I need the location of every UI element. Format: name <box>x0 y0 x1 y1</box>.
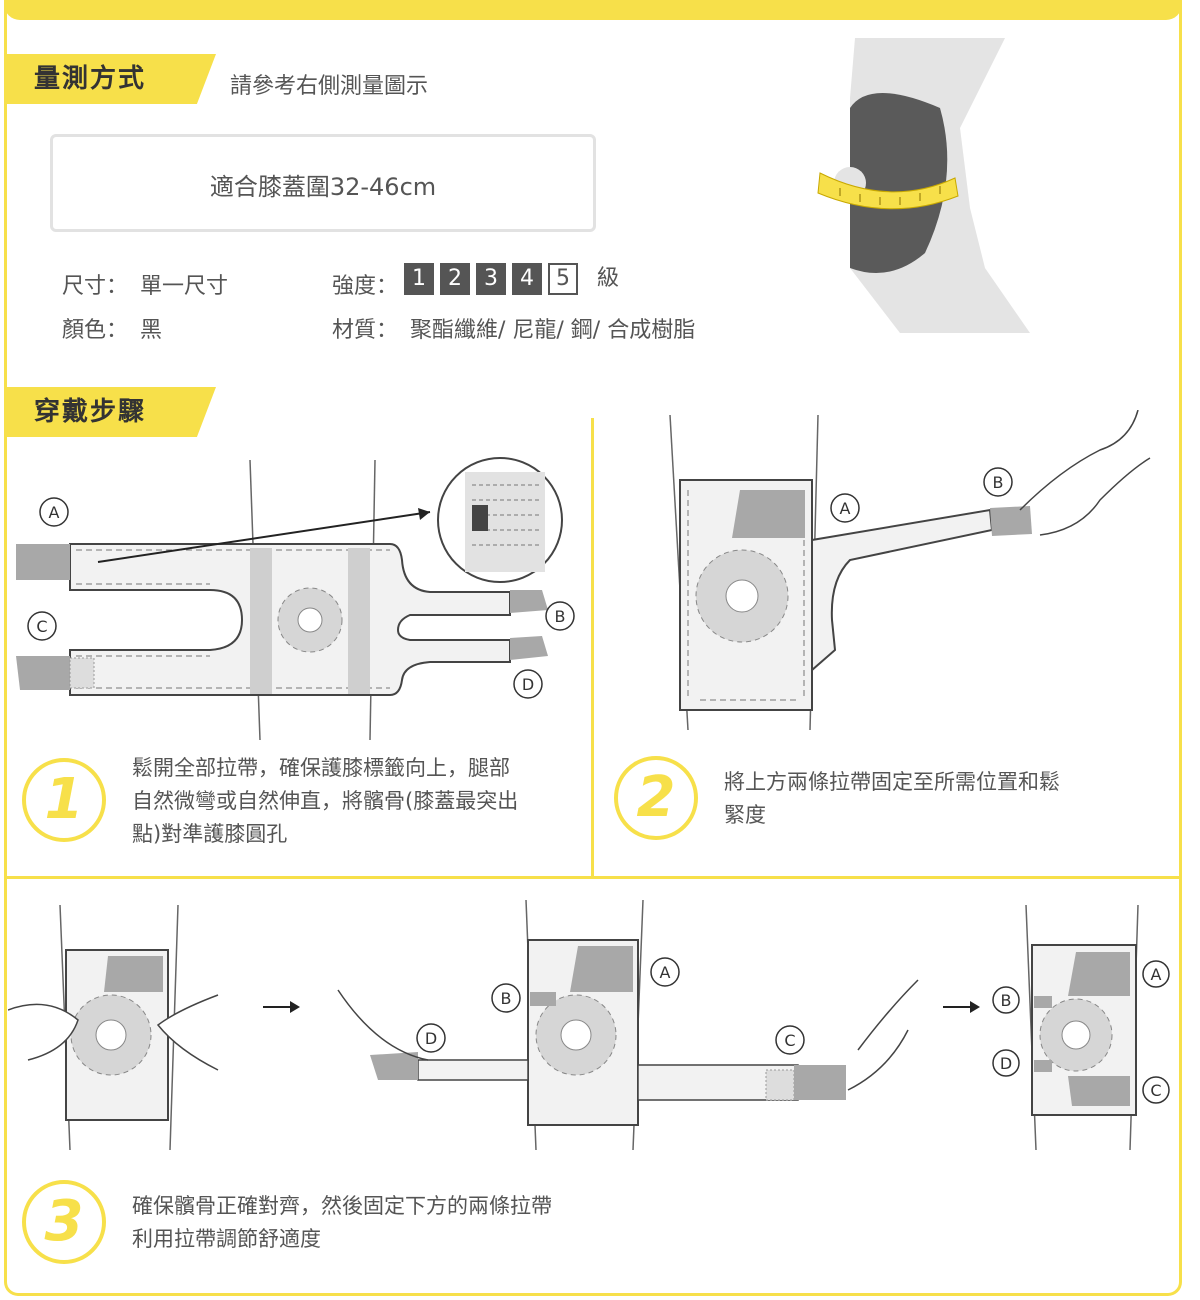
step3-mid-label-a: A <box>660 963 671 982</box>
step1-label-b: B <box>555 607 566 626</box>
step2-text: 將上方兩條拉帶固定至所需位置和鬆 緊度 <box>724 766 1060 832</box>
strength-level-1: 1 <box>404 263 434 295</box>
wear-section-title: 穿戴步驟 <box>4 387 216 437</box>
step3-mid-label-d: D <box>425 1029 437 1048</box>
step3-number: 3 <box>22 1180 106 1264</box>
size-value: 單一尺寸 <box>140 274 229 299</box>
step1-label-a: A <box>49 503 60 522</box>
size-label: 尺寸： <box>62 274 129 299</box>
step2-line-2: 緊度 <box>724 803 766 827</box>
step3-line-2: 利用拉帶調節舒適度 <box>132 1227 321 1251</box>
step-divider-vertical <box>591 418 594 878</box>
top-accent-bar <box>4 0 1182 20</box>
step2-line-1: 將上方兩條拉帶固定至所需位置和鬆 <box>724 770 1060 794</box>
step2-label-a: A <box>840 499 851 518</box>
material-value: 聚酯纖維/ 尼龍/ 鋼/ 合成樹脂 <box>410 318 696 343</box>
material-label: 材質： <box>332 318 399 343</box>
step1-line-1: 鬆開全部拉帶，確保護膝標籤向上，腿部 <box>132 756 510 780</box>
step3-right-label-d: D <box>1000 1054 1012 1073</box>
strength-level-3: 3 <box>476 263 506 295</box>
step3-right-label-c: C <box>1150 1081 1161 1100</box>
step1-line-3: 點)對準護膝圓孔 <box>132 822 288 846</box>
step3-right-label-a: A <box>1151 965 1162 984</box>
step2-label-b: B <box>993 473 1004 492</box>
fit-text: 適合膝蓋圍32-46cm <box>209 173 437 201</box>
step3-text: 確保髕骨正確對齊，然後固定下方的兩條拉帶 利用拉帶調節舒適度 <box>132 1190 552 1256</box>
step3-mid-label-c: C <box>784 1031 795 1050</box>
step1-label-c: C <box>36 617 47 636</box>
color-value: 黑 <box>140 318 163 343</box>
step3-right-label-b: B <box>1001 991 1012 1010</box>
strength-level-2: 2 <box>440 263 470 295</box>
strength-level-5: 5 <box>548 263 578 295</box>
step3-brace-illustrations: B A D C B D A C <box>8 900 1170 1151</box>
knee-measure-illustration <box>817 38 1030 333</box>
step1-label-d: D <box>522 675 534 694</box>
strength-level-4: 4 <box>512 263 542 295</box>
strength-label: 強度： <box>332 274 399 299</box>
step1-line-2: 自然微彎或自然伸直，將髕骨(膝蓋最突出 <box>132 789 519 813</box>
step1-text: 鬆開全部拉帶，確保護膝標籤向上，腿部 自然微彎或自然伸直，將髕骨(膝蓋最突出 點… <box>132 752 518 851</box>
step3-line-1: 確保髕骨正確對齊，然後固定下方的兩條拉帶 <box>132 1194 552 1218</box>
measure-section-title: 量測方式 <box>4 54 216 104</box>
step2-number: 2 <box>614 756 698 840</box>
step-divider-horizontal <box>4 876 1182 879</box>
step1-brace-illustration: A C B D <box>16 457 575 741</box>
page-frame <box>4 0 1182 1296</box>
fit-box: 適合膝蓋圍32-46cm <box>50 134 596 232</box>
step3-mid-label-b: B <box>501 989 512 1008</box>
measure-hint: 請參考右側測量圖示 <box>230 74 429 99</box>
step1-number: 1 <box>22 758 106 842</box>
strength-unit: 級 <box>597 266 620 291</box>
color-label: 顏色： <box>62 318 129 343</box>
step2-brace-illustration: A B <box>669 410 1151 731</box>
